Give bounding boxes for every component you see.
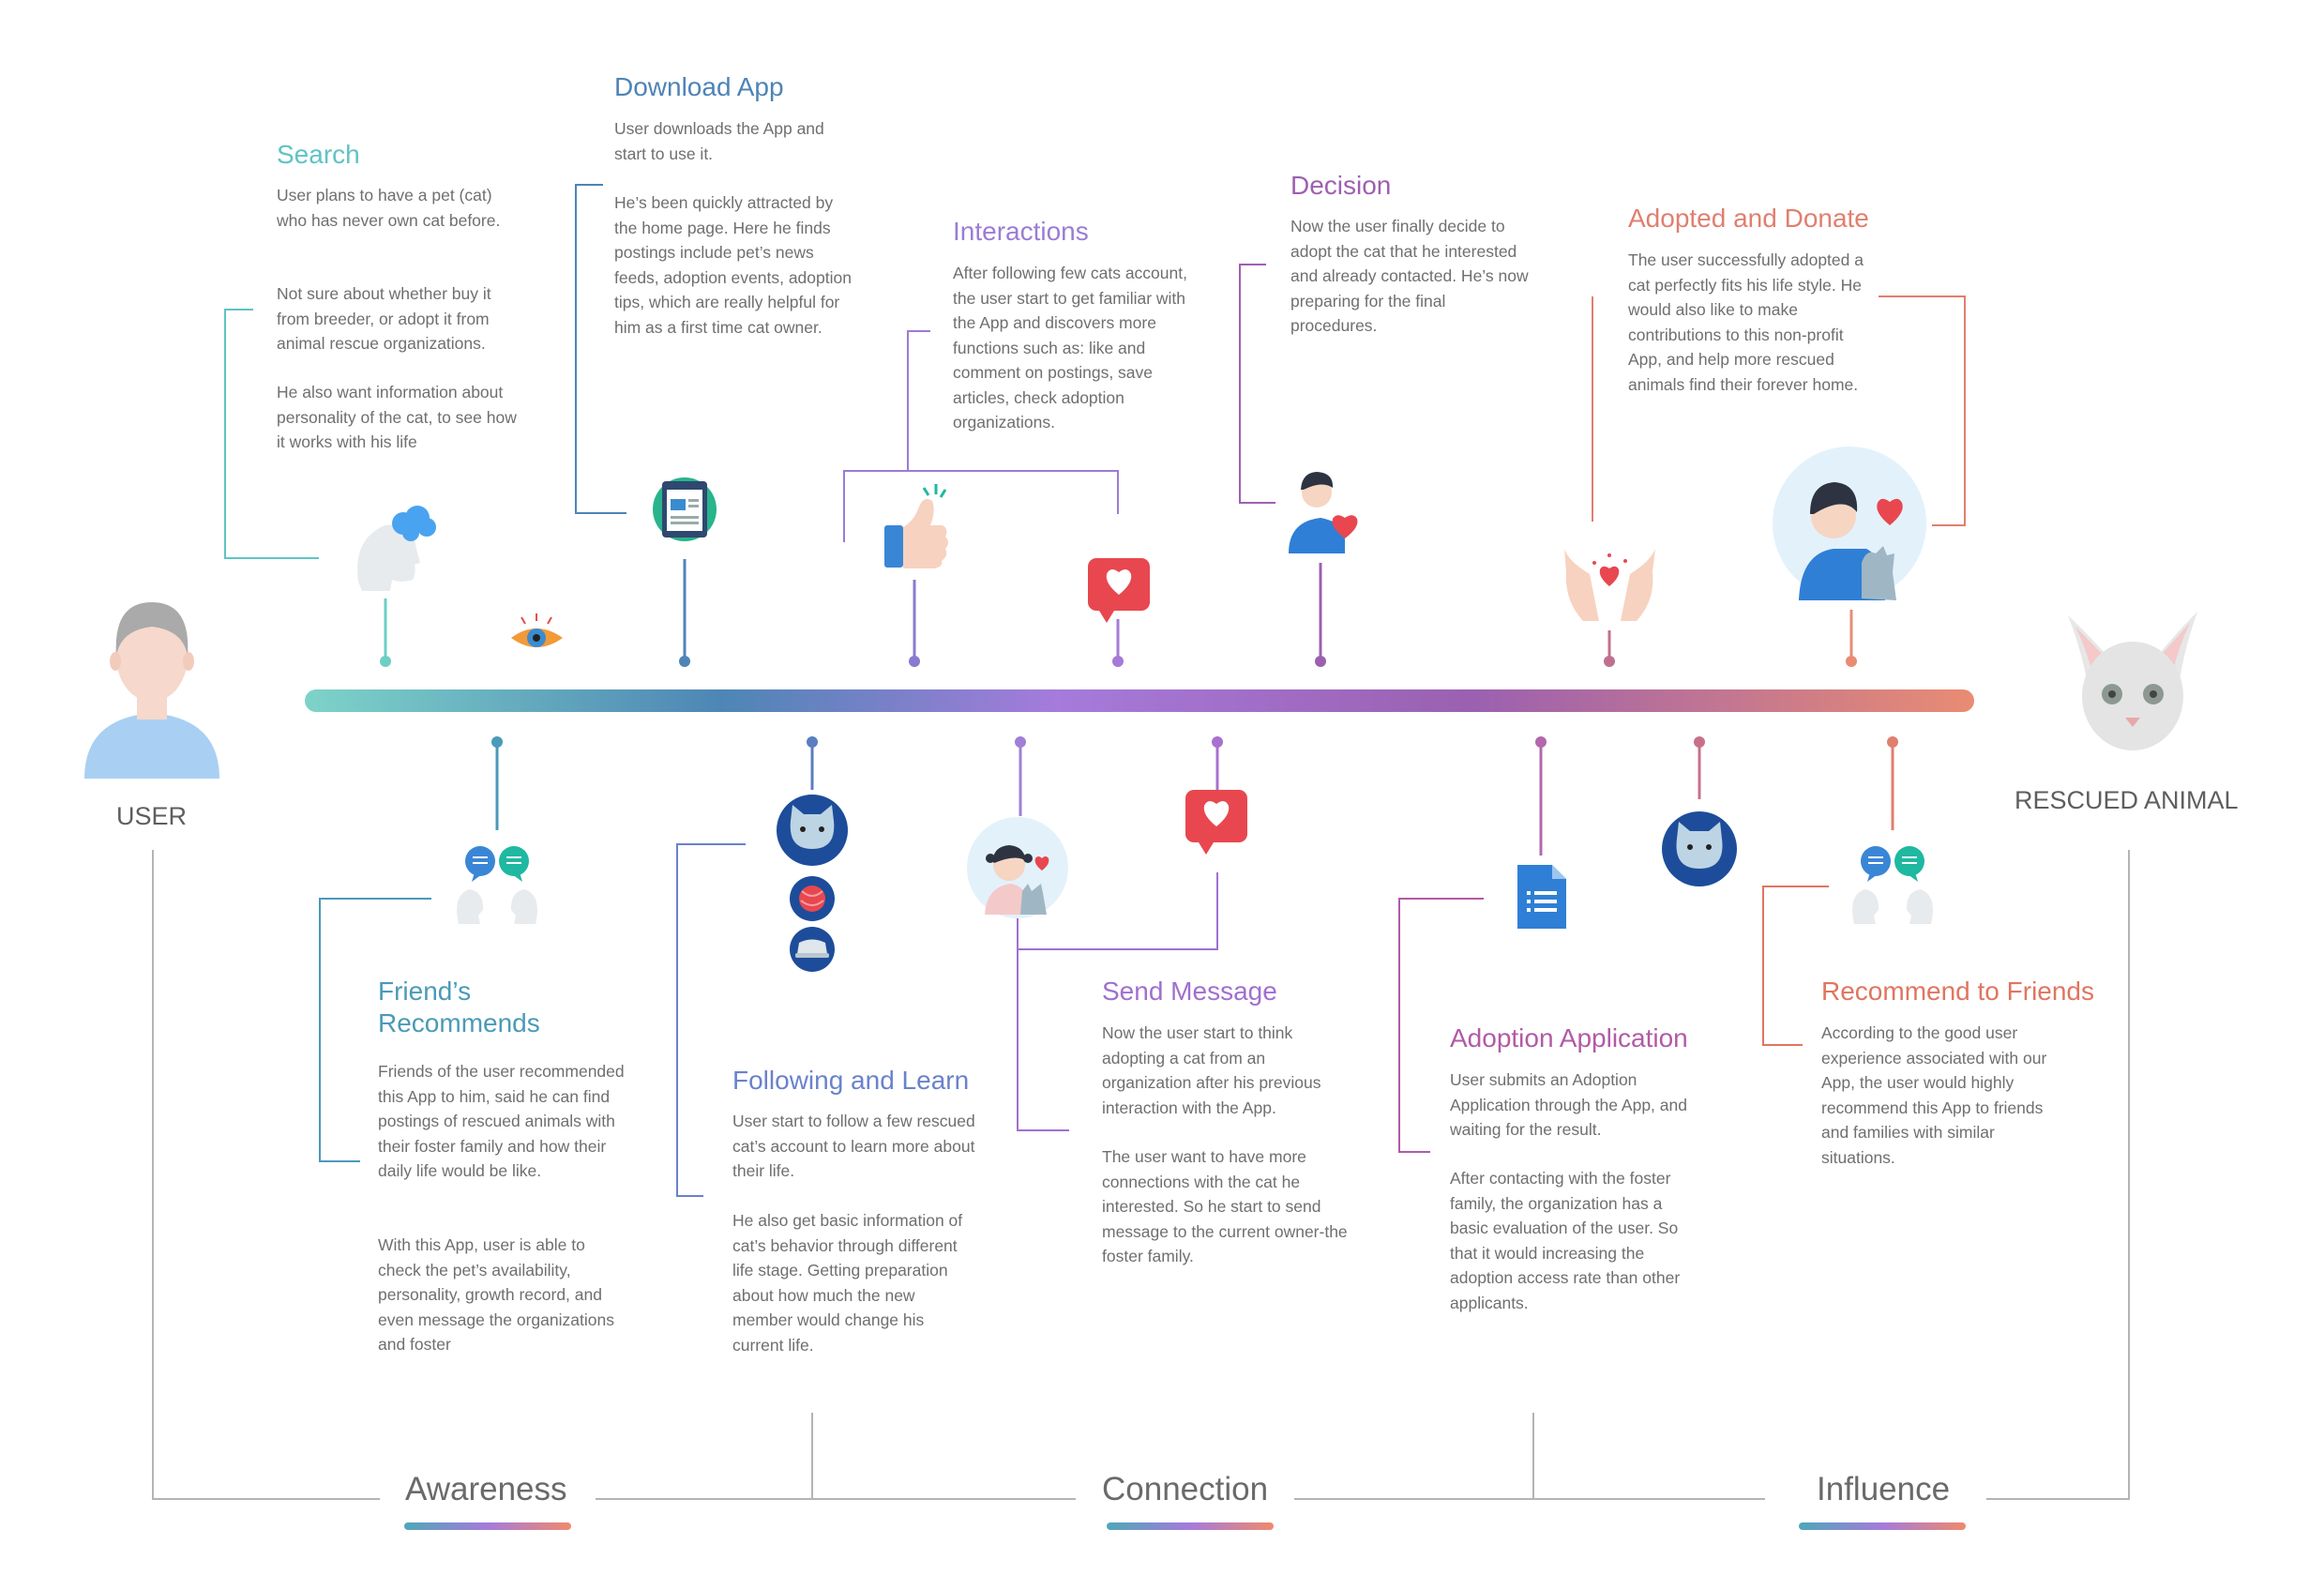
heart-message-icon [1185,790,1247,855]
stage-influence: Influence [1817,1471,1951,1507]
step-paragraph: After contacting with the foster family,… [1450,1169,1681,1312]
step-paragraph: He also get basic information of cat’s b… [732,1211,963,1355]
step-paragraph: He also want information about personali… [277,383,517,451]
people-chat-icon [1852,846,1933,924]
step-paragraph: After following few cats account, the us… [953,264,1187,432]
step-paragraph: User start to follow a few rescued cat’s… [732,1112,975,1180]
people-chat-icon [457,846,537,924]
stage-connection: Connection [1102,1471,1269,1507]
lower-connectors [491,736,1898,856]
rescued-cat-icon [2068,612,2197,750]
heart-message-icon [1088,558,1150,623]
step-paragraph: Friends of the user recommended this App… [378,1062,625,1180]
awareness-underline [404,1522,571,1530]
stage-frame [152,850,2130,1500]
step-paragraph: User plans to have a pet (cat) who has n… [277,186,501,230]
step-paragraph: Now the user finally decide to adopt the… [1290,217,1529,335]
step-title: Decision [1290,171,1392,200]
connection-underline [1107,1522,1274,1530]
document-icon [1517,865,1566,929]
step-title: Adopted and Donate [1628,204,1869,233]
step-title: Search [277,140,360,169]
thumbs-up-icon [884,484,948,568]
influence-underline [1799,1522,1966,1530]
user-with-cat-icon [1773,447,1926,600]
eye-icon [511,613,563,647]
journey-timeline [305,689,1974,712]
person-heart-icon [1289,472,1358,553]
step-paragraph: The user want to have more connections w… [1102,1147,1348,1265]
step-title: Download App [614,72,784,101]
user-label: USER [116,802,188,830]
step-title: Send Message [1102,977,1277,1006]
litter-box-icon [790,927,835,972]
hands-heart-icon [1564,549,1655,621]
step-title: Following and Learn [732,1066,970,1095]
step-paragraph: Now the user start to think adopting a c… [1102,1023,1321,1117]
foster-girl-cat-icon [967,817,1068,918]
step-paragraph: He’s been quickly attracted by the home … [614,193,852,337]
step-paragraph: Not sure about whether buy it from breed… [277,284,491,353]
head-thought-icon [357,506,436,591]
cat-account-icon [777,795,848,866]
yarn-ball-icon [790,876,835,921]
stage-awareness: Awareness [405,1471,567,1507]
step-title: Recommend to Friends [1821,977,2095,1006]
step-paragraph: With this App, user is able to check the… [378,1235,614,1354]
upper-connectors [380,559,1857,667]
step-title: Interactions [953,217,1089,246]
rescued-animal-label: RESCUED ANIMAL [2015,786,2239,814]
bracket-lines [224,184,1966,1197]
newsfeed-app-icon [653,477,717,541]
step-paragraph: According to the good user experience as… [1821,1023,2047,1167]
step-paragraph: User submits an Adoption Application thr… [1450,1070,1687,1139]
step-paragraph: The user successfully adopted a cat perf… [1628,250,1864,394]
step-title: Friend’s Recommends [378,977,540,1037]
step-paragraph: User downloads the App and start to use … [614,119,824,163]
user-avatar-icon [84,602,219,779]
step-title: Adoption Application [1450,1023,1688,1052]
cat-account-icon [1662,811,1737,886]
